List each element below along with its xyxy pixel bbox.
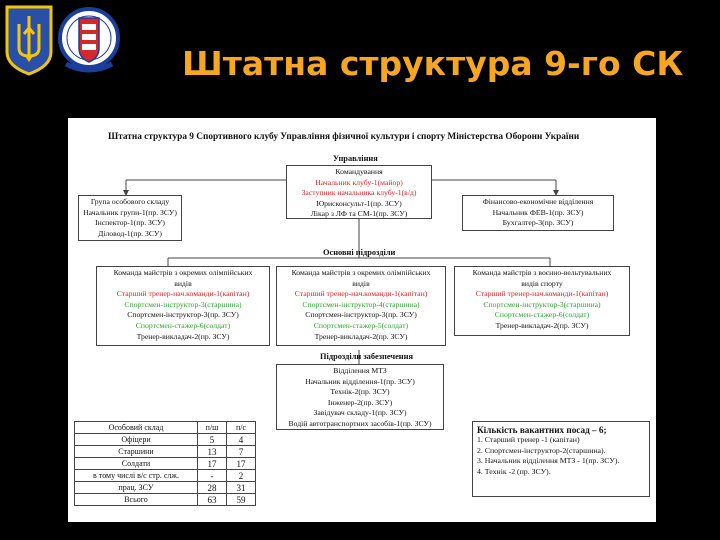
- box-line: Юрисконсульт-1(пр. ЗСУ): [316, 198, 402, 208]
- box-line: Спортсмен-стажер-6(солдат): [494, 310, 590, 320]
- box-line: Команда майстрів з окремих олімпійських: [113, 268, 253, 277]
- box-line: Спортсмен-інструктор-3(пр. ЗСУ): [305, 310, 417, 320]
- section-main-units: Основні підрозділи: [323, 248, 396, 257]
- slide-title: Штатна структура 9-го СК: [182, 44, 684, 83]
- table-header-cell: п/ш: [197, 421, 227, 434]
- coat-of-arms-icon: [5, 5, 53, 76]
- box-line: Тренер-викладач-2(пр. ЗСУ): [495, 320, 589, 330]
- vacancy-item: 3. Начальник відділення МТЗ - 1(пр. ЗСУ)…: [477, 456, 620, 465]
- table-cell: 17: [197, 457, 227, 470]
- org-chart-panel: Штатна структура 9 Спортивного клубу Упр…: [68, 118, 656, 522]
- box-line: Начальник ФЕВ-1(пр. ЗСУ): [492, 207, 584, 217]
- box-line: Начальник групи-1(пр. ЗСУ): [83, 207, 177, 217]
- box-line: видів: [174, 278, 192, 288]
- box-line: Старший тренер-нач.команди-1(капітан): [116, 289, 250, 299]
- table-cell: -: [197, 469, 227, 482]
- box-line: Група особового складу: [90, 197, 170, 206]
- section-management: Управління: [333, 154, 378, 163]
- table-header-cell: Особовий склад: [74, 421, 198, 434]
- box-line: Інженер-2(пр. ЗСУ): [327, 397, 393, 407]
- table-cell: Офіцери: [74, 433, 198, 446]
- table-cell: в тому числі в/с стр. слж.: [74, 469, 198, 482]
- box-line: Старший тренер-нач.команди-1(капітан): [475, 289, 609, 299]
- box-line: Командування: [335, 167, 383, 176]
- box-line: Діловод-1(пр. ЗСУ): [98, 228, 162, 238]
- document-title: Штатна структура 9 Спортивного клубу Упр…: [108, 132, 580, 142]
- box-line: Тренер-викладач-2(пр. ЗСУ): [136, 331, 230, 341]
- vacancy-item: 1. Старший тренер -1 (капітан): [477, 435, 580, 444]
- table-cell: 13: [197, 445, 227, 458]
- table-cell: 4: [226, 433, 256, 446]
- table-cell: 17: [226, 457, 256, 470]
- box-line: Бухгалтер-3(пр. ЗСУ): [502, 218, 574, 228]
- box-line: Команда майстрів з воєнно-вельтувальних: [472, 268, 612, 277]
- box-line: видів спорту: [521, 278, 563, 288]
- box-line: Старший тренер-нач.команди-1(капітан): [294, 289, 428, 299]
- table-cell: Солдати: [74, 457, 198, 470]
- box-line: Фінансово-економічне відділення: [482, 197, 594, 206]
- box-line: Технік-2(пр. ЗСУ): [330, 387, 390, 397]
- table-cell: Всього: [74, 493, 198, 506]
- table-cell: 59: [226, 493, 256, 506]
- table-cell: 5: [197, 433, 227, 446]
- table-cell: 7: [226, 445, 256, 458]
- box-line: Відділення МТЗ: [333, 366, 387, 375]
- table-row: в тому числі в/с стр. слж.-2: [74, 469, 256, 482]
- box-line: Тренер-викладач-2(пр. ЗСУ): [314, 331, 408, 341]
- box-line: Начальник клубу-1(майор): [315, 177, 403, 187]
- box-line: Спортсмен-стажер-5(солдат): [313, 320, 409, 330]
- section-support-units: Підрозділи забезпечення: [320, 352, 413, 361]
- box-line: Спортсмен-інструктор-3(пр. ЗСУ): [127, 310, 239, 320]
- box-line: видів: [352, 278, 370, 288]
- table-cell: Старшини: [74, 445, 198, 458]
- box-line: Завідувач складу-1(пр. ЗСУ): [313, 408, 407, 418]
- box-line: Лікар з ЛФ та СМ-1(пр. ЗСУ): [310, 209, 408, 219]
- box-line: Начальник відділення-1(пр. ЗСУ): [305, 376, 415, 386]
- sports-club-emblem-icon: [58, 7, 120, 73]
- table-cell: 31: [226, 481, 256, 494]
- vacancy-item: 2. Спортсмен-інструктор-2(старшина).: [477, 445, 606, 455]
- connector-lines: [123, 179, 559, 364]
- box-line: Спортсмен-інструктор-3(старшина): [124, 299, 242, 309]
- box-line: Інспектор-1(пр. ЗСУ): [95, 218, 165, 228]
- table-cell: прац. ЗСУ: [74, 481, 198, 494]
- box-line: Спортсмен-інструктор-3(старшина): [483, 299, 601, 309]
- table-cell: 28: [197, 481, 227, 494]
- vacancy-item: 4. Технік -2 (пр. ЗСУ).: [477, 466, 551, 476]
- box-line: Водій автотранспортних засобів-1(пр. ЗСУ…: [288, 418, 432, 428]
- box-line: Заступник начальника клубу-1(в/д): [301, 188, 417, 198]
- vacancies-box: Кількість вакантних посад – 6; 1. Старши…: [472, 421, 650, 497]
- box-line: Спортсмен-стажер-6(солдат): [135, 320, 231, 330]
- box-line: Спортсмен-інструктор-4(старшина): [302, 299, 420, 309]
- table-cell: 2: [226, 469, 256, 482]
- box-line: Команда майстрів з окремих олімпійських: [291, 268, 431, 277]
- table-header-cell: п/с: [226, 421, 256, 434]
- slide-header: Штатна структура 9-го СК: [0, 0, 720, 112]
- table-cell: 63: [197, 493, 227, 506]
- vacancies-title: Кількість вакантних посад – 6;: [477, 425, 607, 435]
